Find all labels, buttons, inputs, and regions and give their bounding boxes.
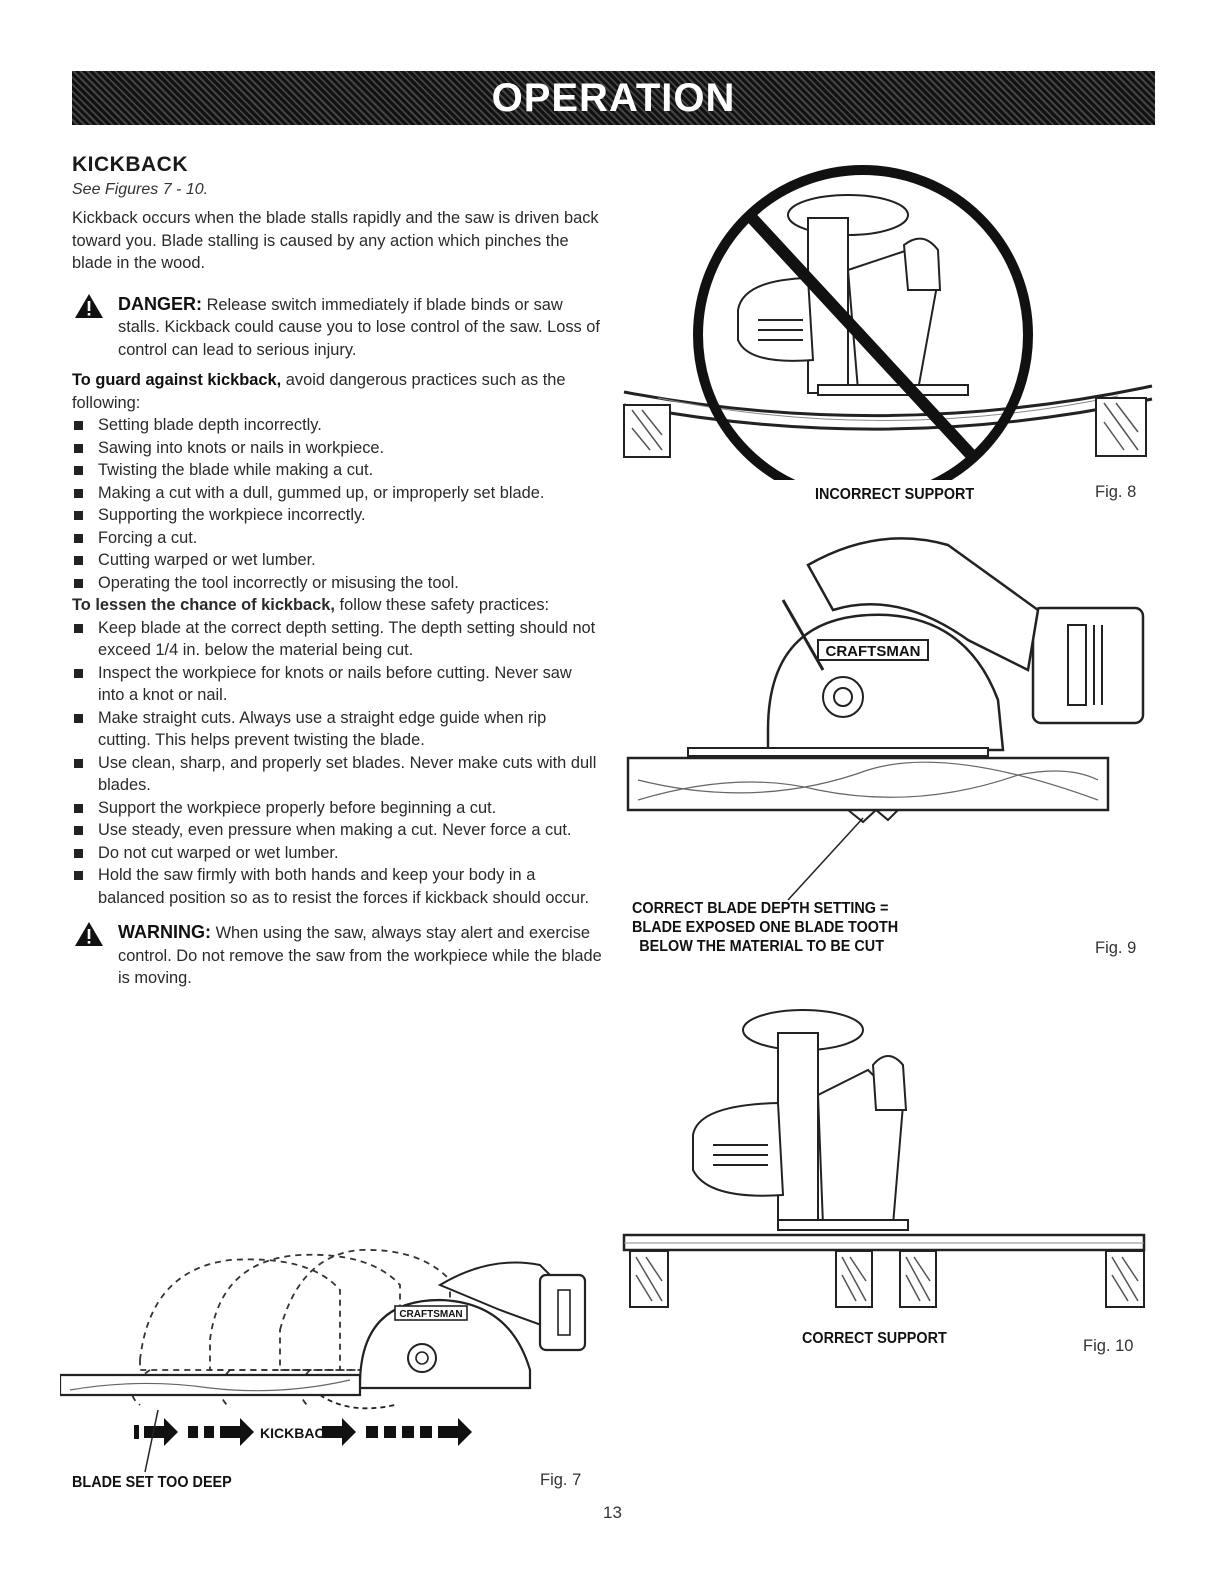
list-item: Forcing a cut. <box>72 527 602 550</box>
figure-7-illustration: CRAFTSMAN KICKBACK <box>60 1249 587 1473</box>
figure-8-number: Fig. 8 <box>1095 483 1137 501</box>
section-banner: OPERATION <box>72 71 1155 125</box>
guard-lead: To guard against kickback, avoid dangero… <box>72 369 602 414</box>
lessen-list: Keep blade at the correct depth setting.… <box>72 617 602 910</box>
guard-list: Setting blade depth incorrectly. Sawing … <box>72 414 602 594</box>
saw-brand-label: CRAFTSMAN <box>826 643 921 660</box>
see-figures-note: See Figures 7 - 10. <box>72 181 209 198</box>
kickback-section: KICKBACK See Figures 7 - 10. Kickback oc… <box>72 153 602 990</box>
danger-icon <box>75 293 103 318</box>
list-item: Supporting the workpiece incorrectly. <box>72 504 602 527</box>
figure-9-caption-line: BELOW THE MATERIAL TO BE CUT <box>639 938 884 955</box>
figure-9-caption-line: BLADE EXPOSED ONE BLADE TOOTH <box>632 919 899 936</box>
list-item: Inspect the workpiece for knots or nails… <box>72 662 602 707</box>
intro-paragraph: Kickback occurs when the blade stalls ra… <box>72 209 599 272</box>
list-item: Making a cut with a dull, gummed up, or … <box>72 482 602 505</box>
list-item: Hold the saw firmly with both hands and … <box>72 864 602 909</box>
kickback-arrow-label: KICKBACK <box>260 1425 335 1441</box>
section-title: KICKBACK <box>72 153 188 176</box>
figure-10-number: Fig. 10 <box>1083 1337 1134 1355</box>
danger-label: DANGER: <box>118 293 202 314</box>
figure-9-caption-line: CORRECT BLADE DEPTH SETTING = <box>632 900 889 917</box>
figure-10-caption: CORRECT SUPPORT <box>802 1330 947 1347</box>
warning-label: WARNING: <box>118 922 211 942</box>
list-item: Use steady, even pressure when making a … <box>72 819 602 842</box>
warning-text: When using the saw, always stay alert an… <box>118 924 602 987</box>
list-item: Use clean, sharp, and properly set blade… <box>72 752 602 797</box>
list-item: Twisting the blade while making a cut. <box>72 459 602 482</box>
figure-9-illustration: CRAFTSMAN <box>626 537 1145 900</box>
figure-7-caption: BLADE SET TOO DEEP <box>72 1474 232 1491</box>
list-item: Do not cut warped or wet lumber. <box>72 842 602 865</box>
figure-7-number: Fig. 7 <box>540 1471 582 1489</box>
figure-9-caption: CORRECT BLADE DEPTH SETTING = BLADE EXPO… <box>632 899 898 956</box>
lessen-lead: To lessen the chance of kickback, follow… <box>72 594 602 617</box>
figure-9-number: Fig. 9 <box>1095 939 1137 957</box>
lessen-lead-rest: follow these safety practices: <box>339 596 550 614</box>
banner-title: OPERATION <box>491 75 736 120</box>
figure-8-illustration <box>623 165 1153 480</box>
warning-callout: WARNING: When using the saw, always stay… <box>72 921 602 990</box>
list-item: Keep blade at the correct depth setting.… <box>72 617 602 662</box>
danger-text: Release switch immediately if blade bind… <box>118 295 600 359</box>
list-item: Setting blade depth incorrectly. <box>72 414 602 437</box>
page-number: 13 <box>603 1503 622 1522</box>
list-item: Sawing into knots or nails in workpiece. <box>72 437 602 460</box>
lessen-lead-bold: To lessen the chance of kickback, <box>72 596 335 614</box>
list-item: Operating the tool incorrectly or misusi… <box>72 572 602 595</box>
danger-callout: DANGER: Release switch immediately if bl… <box>72 293 602 362</box>
warning-icon <box>75 922 103 946</box>
guard-lead-rest: avoid dangerous practices such as the fo… <box>72 371 566 412</box>
list-item: Support the workpiece properly before be… <box>72 797 602 820</box>
figure-8-caption: INCORRECT SUPPORT <box>815 486 975 503</box>
list-item: Make straight cuts. Always use a straigh… <box>72 707 602 752</box>
saw-brand-label: CRAFTSMAN <box>399 1309 462 1320</box>
list-item: Cutting warped or wet lumber. <box>72 549 602 572</box>
figure-10-illustration <box>622 1009 1146 1308</box>
guard-lead-bold: To guard against kickback, <box>72 371 282 389</box>
